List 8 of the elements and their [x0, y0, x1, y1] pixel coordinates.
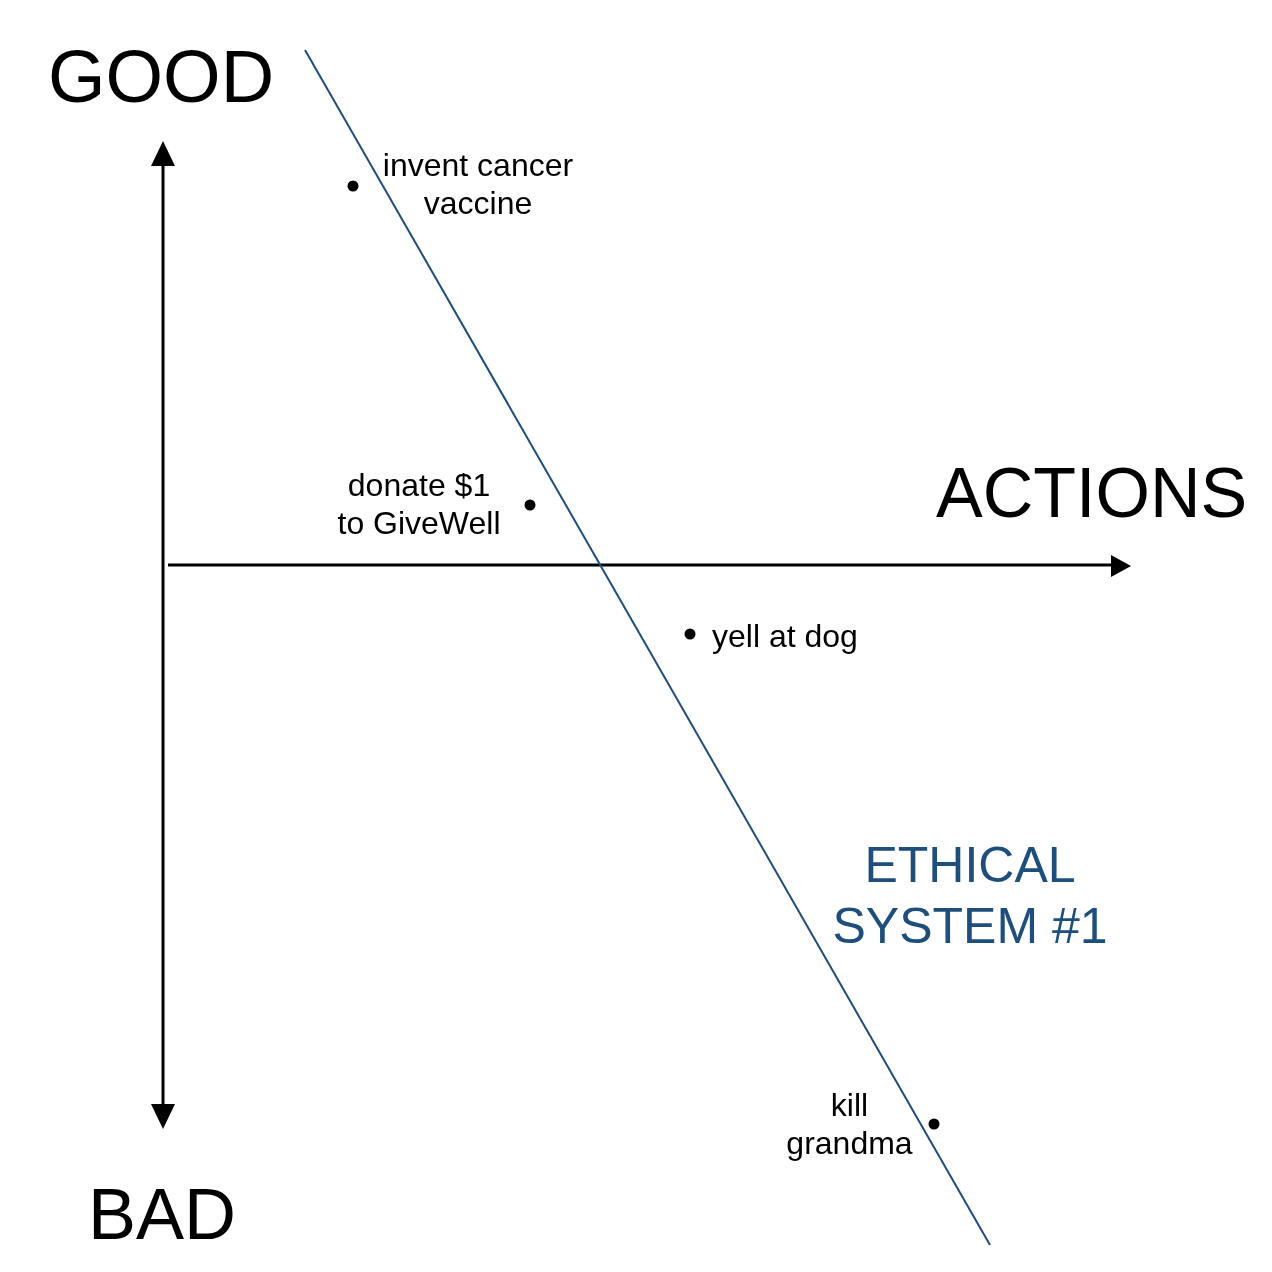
axis-label: ACTIONS: [936, 458, 1248, 528]
point-label: kill grandma: [785, 1086, 914, 1162]
point-label: donate $1 to GiveWell: [336, 466, 502, 542]
line-label: ETHICAL SYSTEM #1: [831, 836, 1109, 956]
point-label: yell at dog: [712, 617, 858, 655]
axis-label: BAD: [88, 1178, 237, 1250]
axis-label: GOOD: [48, 40, 275, 114]
point-label: invent cancer vaccine: [381, 146, 575, 222]
